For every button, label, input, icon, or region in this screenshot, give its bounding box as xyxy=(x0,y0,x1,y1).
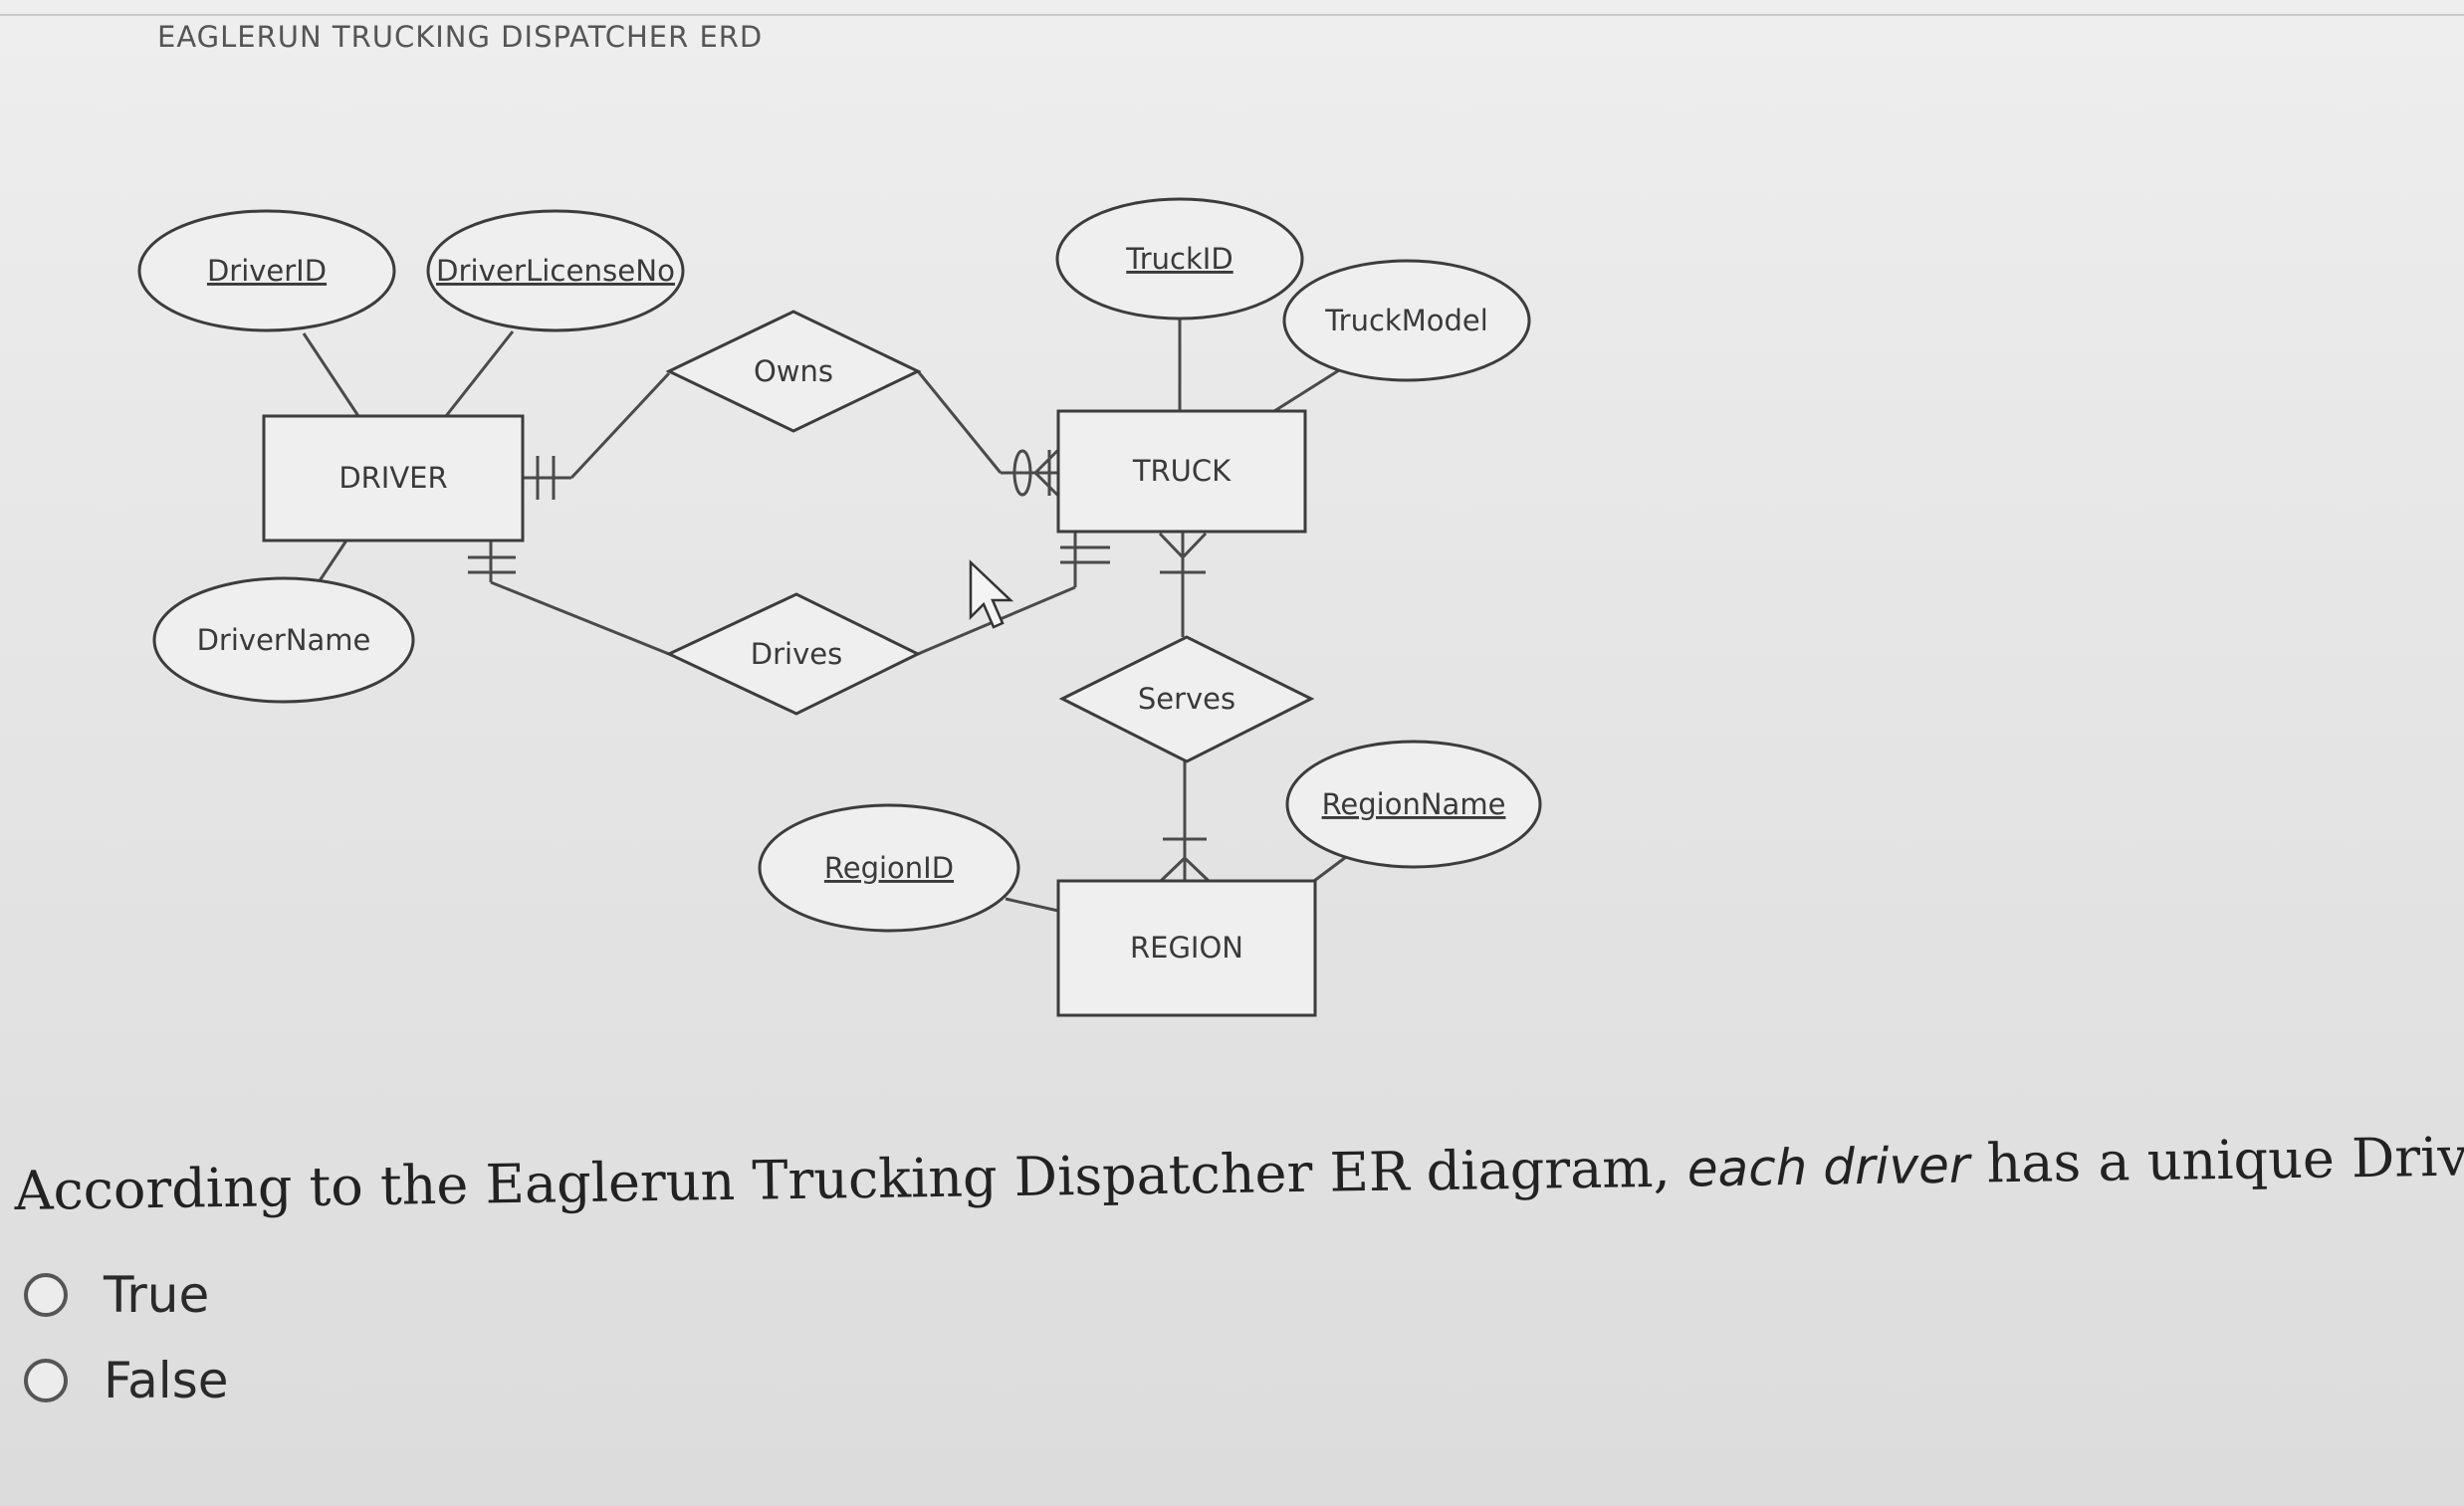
relationship-owns-label: Owns xyxy=(754,354,833,388)
attribute-regionname-label: RegionName xyxy=(1322,787,1506,821)
entity-driver-label: DRIVER xyxy=(338,461,447,495)
attribute-drivername: DriverName xyxy=(152,576,415,704)
driverlicenseno-connector xyxy=(444,330,515,417)
entity-region-label: REGION xyxy=(1130,931,1243,965)
attribute-driverlicenseno: DriverLicenseNo xyxy=(426,209,685,332)
driver-owns-line-2 xyxy=(569,371,671,480)
regionid-connector xyxy=(1005,897,1059,913)
radio-false[interactable] xyxy=(24,1359,68,1402)
question-emphasis: each driver xyxy=(1686,1136,1970,1198)
serves-region-crow-1 xyxy=(1159,856,1187,883)
drivername-connector xyxy=(317,539,348,583)
mouse-cursor-icon xyxy=(969,559,1014,629)
driver-drives-line-2 xyxy=(490,580,670,656)
entity-driver: DRIVER xyxy=(262,414,525,542)
truck-serves-crow-2 xyxy=(1181,532,1208,559)
attribute-truckmodel-label: TruckModel xyxy=(1324,304,1488,337)
relationship-drives-label: Drives xyxy=(751,637,842,671)
diagram-title: EAGLERUN TRUCKING DISPATCHER ERD xyxy=(157,20,764,54)
relationship-serves-label: Serves xyxy=(1138,682,1235,716)
attribute-driverid-label: DriverID xyxy=(207,254,327,288)
connector-lines xyxy=(302,319,1355,913)
owns-truck-crow-1 xyxy=(1033,448,1060,475)
option-true[interactable]: True xyxy=(24,1266,209,1324)
serves-region-crow-2 xyxy=(1183,856,1211,883)
option-false[interactable]: False xyxy=(24,1352,229,1409)
radio-true[interactable] xyxy=(24,1273,68,1317)
attribute-truckid-label: TruckID xyxy=(1125,242,1232,276)
attribute-driverlicenseno-label: DriverLicenseNo xyxy=(436,254,675,288)
relationship-serves: Serves xyxy=(1058,635,1315,763)
attribute-regionname: RegionName xyxy=(1285,740,1542,869)
owns-truck-zero-mark xyxy=(1012,449,1032,497)
attribute-drivername-label: DriverName xyxy=(197,623,371,657)
entity-truck: TRUCK xyxy=(1056,409,1307,534)
option-true-label: True xyxy=(104,1266,210,1324)
attribute-truckmodel: TruckModel xyxy=(1282,259,1531,382)
relationship-drives: Drives xyxy=(665,592,922,716)
attribute-regionid-label: RegionID xyxy=(824,851,954,885)
owns-truck-line xyxy=(916,370,1003,474)
attribute-truckid: TruckID xyxy=(1055,197,1304,321)
owns-truck-crow-2 xyxy=(1033,471,1060,498)
driverid-connector xyxy=(302,332,360,417)
attribute-regionid: RegionID xyxy=(758,803,1020,933)
relationship-owns: Owns xyxy=(665,310,922,433)
truck-serves-crow-1 xyxy=(1158,532,1185,559)
entity-truck-label: TRUCK xyxy=(1132,454,1232,488)
option-false-label: False xyxy=(104,1352,229,1409)
attribute-driverid: DriverID xyxy=(137,209,396,332)
top-divider xyxy=(0,14,2464,16)
truckmodel-connector xyxy=(1273,368,1340,413)
entity-region: REGION xyxy=(1056,879,1317,1017)
question-text-after: has a unique DriverName value. xyxy=(1986,1120,2464,1195)
